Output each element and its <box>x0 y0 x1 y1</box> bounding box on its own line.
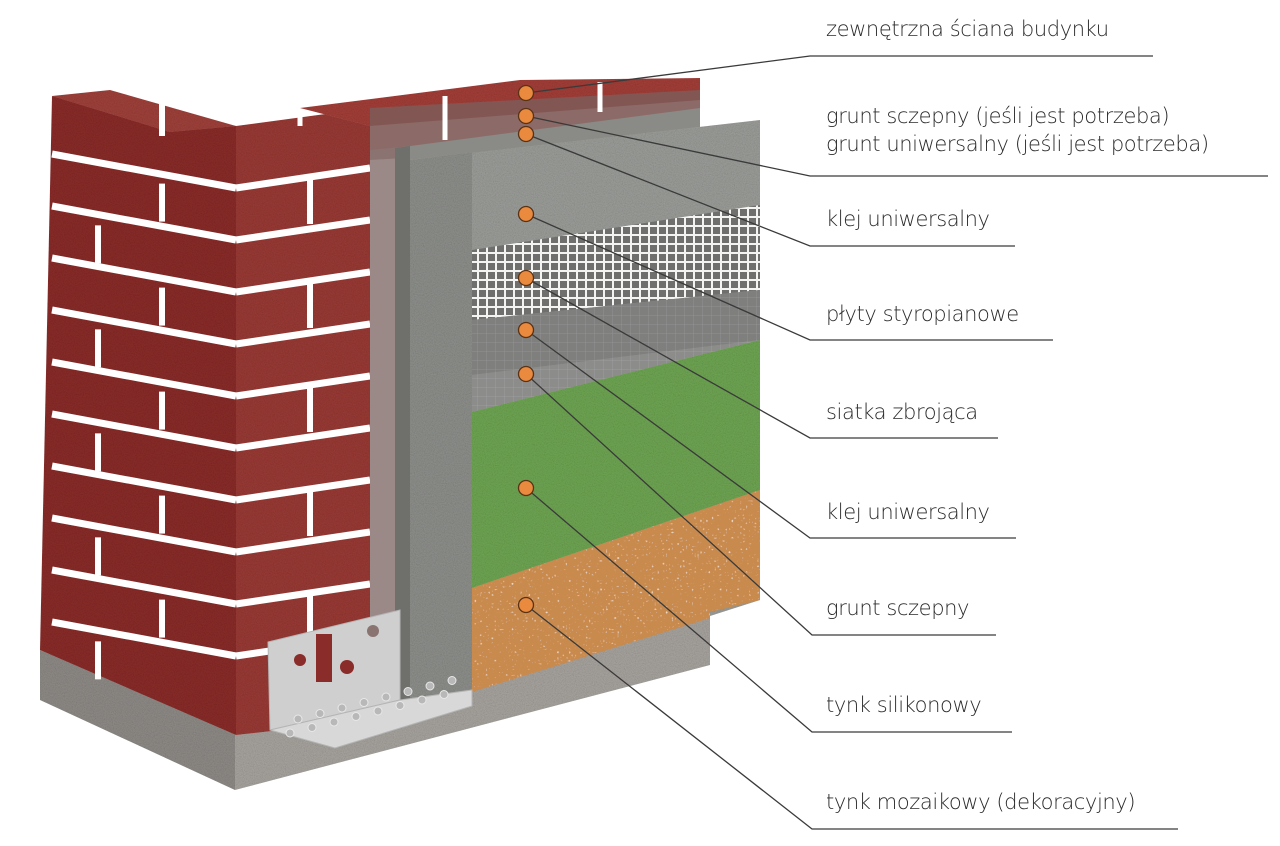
profile-hole <box>403 687 413 696</box>
label-text: grunt sczepny <box>826 596 970 620</box>
profile-hole <box>447 676 457 685</box>
leader-line-adhesive-2 <box>525 329 1016 539</box>
profile-perforations <box>285 676 457 738</box>
label-eps-boards: płyty styropianowe <box>826 302 1019 327</box>
profile-hole <box>425 681 435 691</box>
mortar-joint <box>235 580 371 608</box>
leader-line-primers <box>525 115 1268 177</box>
mortar-joint <box>51 514 237 556</box>
profile-hole <box>439 690 449 699</box>
mortar-joint <box>235 528 371 556</box>
leader-line-mesh <box>525 277 998 439</box>
profile-hole <box>285 728 295 738</box>
mortar-joint <box>51 150 237 192</box>
mortar-joint <box>235 268 371 296</box>
profile-hole <box>293 714 303 724</box>
profile-hole <box>329 717 339 727</box>
layer-markers <box>517 84 535 614</box>
marker-dot-adhesive-2 <box>517 321 535 339</box>
leader-line-outer-wall <box>525 55 1153 94</box>
leader-lines <box>525 55 1268 830</box>
mortar-joints <box>51 82 603 680</box>
marker-dot-mosaic-render <box>517 596 535 614</box>
mortar-joint <box>51 306 237 348</box>
brick-wall <box>40 78 700 735</box>
profile-hole <box>337 703 347 713</box>
label-text: płyty styropianowe <box>826 302 1019 326</box>
label-text: tynk mozaikowy (dekoracyjny) <box>826 790 1136 814</box>
mortar-joint <box>235 424 371 452</box>
mortar-joint <box>51 254 237 296</box>
marker-dot-adhesive-1 <box>517 125 535 143</box>
mortar-joint <box>235 372 371 400</box>
mortar-joint <box>235 320 371 348</box>
label-outer-wall: zewnętrzna ściana budynku <box>826 17 1109 42</box>
profile-hole <box>381 692 391 702</box>
starter-profile <box>267 609 473 749</box>
profile-hole <box>351 712 361 721</box>
marker-dot-eps-boards <box>517 205 535 223</box>
label-text: grunt uniwersalny (jeśli jest potrzeba) <box>826 132 1209 156</box>
silicone-render-layer <box>472 340 760 588</box>
label-primer-coat: grunt sczepny <box>826 596 969 621</box>
leader-line-adhesive-1 <box>525 133 1015 247</box>
label-text: zewnętrzna ściana budynku <box>826 17 1109 41</box>
label-adhesive-1: klej uniwersalny <box>826 207 990 232</box>
mortar-joint <box>51 202 237 244</box>
mortar-joint <box>51 410 237 452</box>
marker-dot-primers <box>517 107 535 125</box>
marker-dot-outer-wall <box>517 84 535 102</box>
marker-dot-silicone-render <box>517 479 535 497</box>
label-primers: grunt sczepny (jeśli jest potrzeba) grun… <box>826 104 1209 157</box>
label-text: klej uniwersalny <box>826 207 990 231</box>
marker-dot-mesh <box>517 269 535 287</box>
mortar-joint <box>235 476 371 504</box>
mortar-joint <box>235 164 371 192</box>
profile-hole <box>315 709 325 718</box>
mortar-joint <box>51 462 237 504</box>
mosaic-render-layer <box>472 490 760 692</box>
label-adhesive-2: klej uniwersalny <box>826 500 990 525</box>
profile-hole <box>307 723 317 732</box>
label-mesh: siatka zbrojąca <box>826 400 978 425</box>
mortar-joint <box>51 358 237 400</box>
marker-dot-primer-coat <box>517 365 535 383</box>
mortar-joint <box>51 566 237 608</box>
profile-hole <box>395 701 405 710</box>
label-text: tynk silikonowy <box>826 693 982 717</box>
mortar-joint <box>51 618 237 660</box>
profile-hole <box>417 695 427 705</box>
profile-hole <box>359 698 369 707</box>
label-text: siatka zbrojąca <box>826 400 978 424</box>
leader-line-mosaic-render <box>525 604 1178 830</box>
leader-line-silicone-render <box>525 487 1012 733</box>
leader-line-primer-coat <box>525 373 996 636</box>
leader-line-eps-boards <box>525 213 1053 341</box>
label-text: klej uniwersalny <box>826 500 990 524</box>
label-mosaic-render: tynk mozaikowy (dekoracyjny) <box>826 790 1136 815</box>
mortar-joint <box>235 216 371 244</box>
profile-hole <box>373 706 383 716</box>
label-silicone-render: tynk silikonowy <box>826 693 982 718</box>
label-text: grunt sczepny (jeśli jest potrzeba) <box>826 104 1170 128</box>
